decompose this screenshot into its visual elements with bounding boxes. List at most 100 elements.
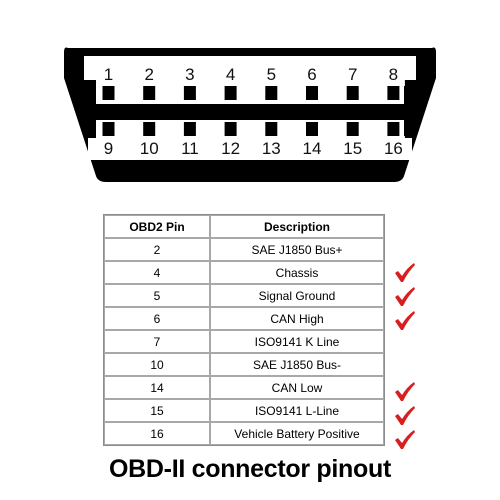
description-cell: ISO9141 K Line [210,330,384,353]
pin-12: 12 [219,122,243,160]
pin-number: 4 [226,65,235,84]
pin-number: 5 [267,65,276,84]
pin-box [381,62,405,86]
pin-1: 1 [97,62,120,100]
checkmark-icon [395,430,415,450]
pin-box [97,62,120,86]
pin-number: 7 [348,65,357,84]
pin-cell: 4 [104,261,210,284]
pin-box [341,136,365,160]
pin-box [259,62,283,86]
pin-contact [102,122,115,136]
pin-box [137,62,161,86]
description-cell: SAE J1850 Bus- [210,353,384,376]
pin-contact [346,86,359,100]
pin-contact [306,122,318,136]
pin-contact [183,122,196,136]
pin-number: 3 [185,65,194,84]
pin-contact [102,86,115,100]
pin-number: 6 [307,65,316,84]
description-cell: Signal Ground [210,284,384,307]
header-pin: OBD2 Pin [104,215,210,238]
connector-inner-socket [84,56,416,110]
pin-cell: 14 [104,376,210,399]
table-header-row: OBD2 Pin Description [104,215,384,238]
pin-contact [143,122,156,136]
pin-box [97,136,120,160]
pin-11: 11 [178,122,202,160]
pin-number: 9 [104,139,113,158]
pin-cell: 16 [104,422,210,445]
pin-15: 15 [341,122,365,160]
pin-contact [224,122,237,136]
pin-number: 13 [262,139,281,158]
checkmark-icon [395,310,415,330]
pin-8: 8 [381,62,405,100]
pin-box [341,62,365,86]
pin-contact [265,86,278,100]
pin-contact [183,86,196,100]
checkmark-icon [395,382,415,402]
pin-contact [143,86,156,100]
pin-number: 12 [221,139,240,158]
pin-13: 13 [259,122,283,160]
pin-number: 1 [104,65,113,84]
pin-box [178,136,202,160]
pin-4: 4 [219,62,243,100]
pin-contact [346,122,359,136]
pin-number: 16 [384,139,403,158]
connector-center-bar [96,104,404,120]
pin-5: 5 [259,62,283,100]
pin-box [219,136,243,160]
checkmark-icon [395,262,415,282]
pin-16: 16 [381,122,405,160]
pin-contact [265,122,278,136]
pin-9: 9 [97,122,120,160]
pin-number: 11 [181,139,199,158]
pin-cell: 7 [104,330,210,353]
pin-number: 14 [303,139,322,158]
pin-number: 8 [389,65,398,84]
pin-cell: 5 [104,284,210,307]
pin-box [178,62,202,86]
description-cell: Vehicle Battery Positive [210,422,384,445]
pin-number: 15 [343,139,362,158]
pin-cell: 15 [104,399,210,422]
pin-cell: 10 [104,353,210,376]
checkmark-icon [395,286,415,306]
pin-contact [387,122,400,136]
description-cell: Chassis [210,261,384,284]
pin-contact [306,86,318,100]
pin-box [219,62,243,86]
pin-14: 14 [300,122,324,160]
description-cell: CAN Low [210,376,384,399]
description-cell: ISO9141 L-Line [210,399,384,422]
top-pin-row: 1 2 3 4 5 6 7 8 [97,62,405,100]
pin-box [300,62,324,86]
pin-contact [224,86,237,100]
pin-7: 7 [341,62,365,100]
description-cell: CAN High [210,307,384,330]
pin-box [300,136,324,160]
header-description: Description [210,215,384,238]
connector-inner-socket-lower [88,110,412,160]
checkmark-icon [395,406,415,426]
description-cell: SAE J1850 Bus+ [210,238,384,261]
pin-box [137,136,161,160]
pin-3: 3 [178,62,202,100]
pin-box [381,136,405,160]
pin-2: 2 [137,62,161,100]
pin-box [259,136,283,160]
